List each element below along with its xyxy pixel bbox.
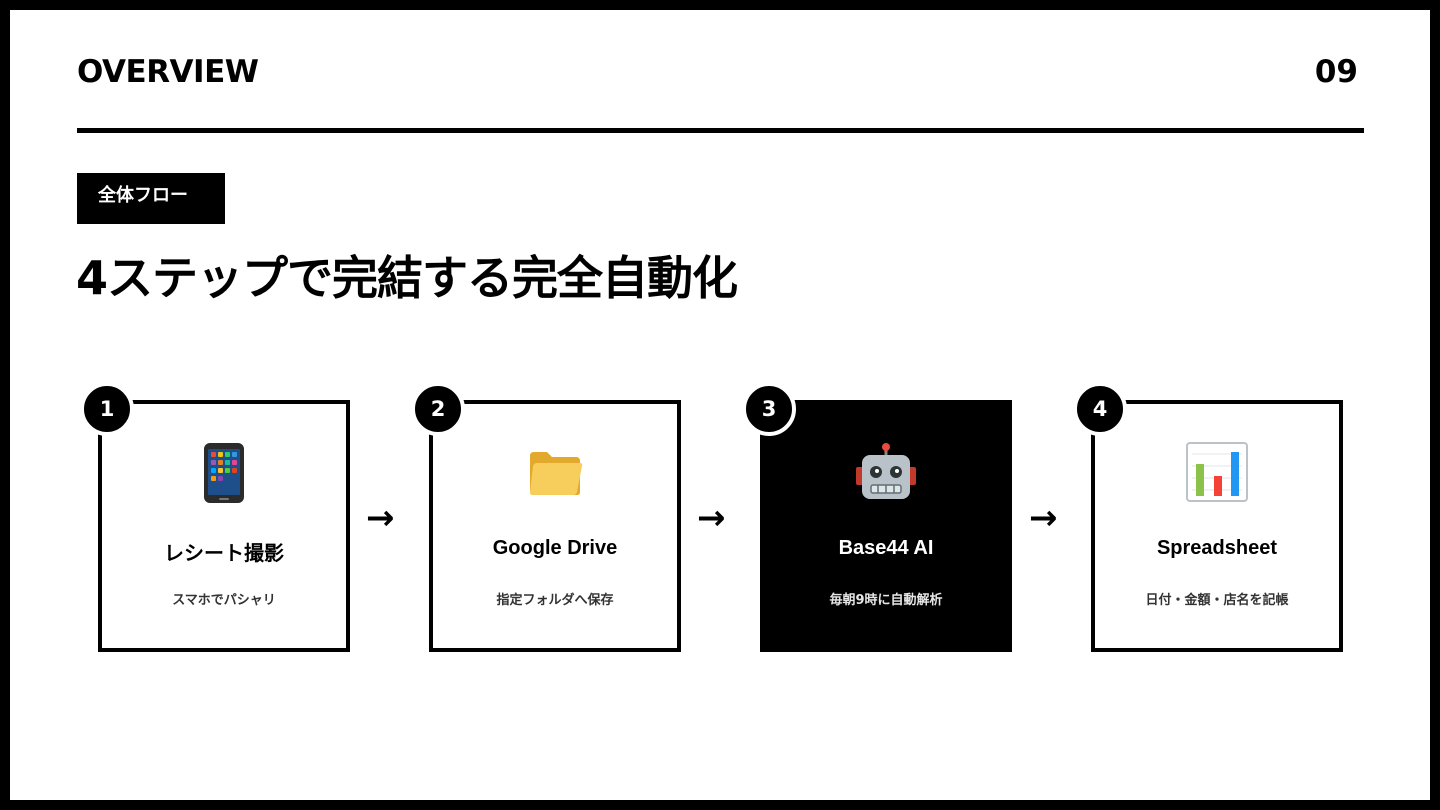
header-title: OVERVIEW (77, 54, 259, 90)
header-divider (77, 128, 1364, 133)
step-title: Spreadsheet (1156, 537, 1278, 559)
slide: OVERVIEW 09 全体フロー 4ステップで完結する完全自動化 1 (10, 10, 1430, 800)
folder-icon (433, 442, 677, 498)
step-description: スマホでパシャリ (172, 593, 276, 608)
arrow-right-icon: → (1029, 498, 1058, 538)
robot-icon (764, 442, 1008, 502)
arrow-right-icon: → (366, 498, 395, 538)
step-number-badge: 1 (80, 382, 134, 436)
section-badge: 全体フロー (77, 173, 225, 224)
page-number: 09 (1314, 54, 1358, 90)
step-description: 日付・金額・店名を記帳 (1145, 593, 1289, 608)
step-description: 毎朝9時に自動解析 (829, 593, 943, 608)
step-card-1: 1 (80, 382, 350, 652)
step-card-3: 3 Base44 AI 毎朝9時に自動解析 (742, 382, 1012, 652)
step-description: 指定フォルダへ保存 (496, 593, 614, 608)
step-title: Google Drive (492, 537, 618, 559)
step-title: レシート撮影 (164, 543, 284, 565)
step-number-badge: 3 (742, 382, 796, 436)
step-number-badge: 4 (1073, 382, 1127, 436)
step-number-badge: 2 (411, 382, 465, 436)
step-card-2: 2 Google Drive 指定フォルダへ保存 (411, 382, 681, 652)
page-heading: 4ステップで完結する完全自動化 (76, 251, 738, 305)
step-card-4: 4 Spreadsheet 日付・金額・店名を記帳 (1073, 382, 1343, 652)
arrow-right-icon: → (697, 498, 726, 538)
step-title: Base44 AI (838, 537, 934, 559)
smartphone-icon (102, 442, 346, 504)
bar-chart-icon (1095, 442, 1339, 502)
